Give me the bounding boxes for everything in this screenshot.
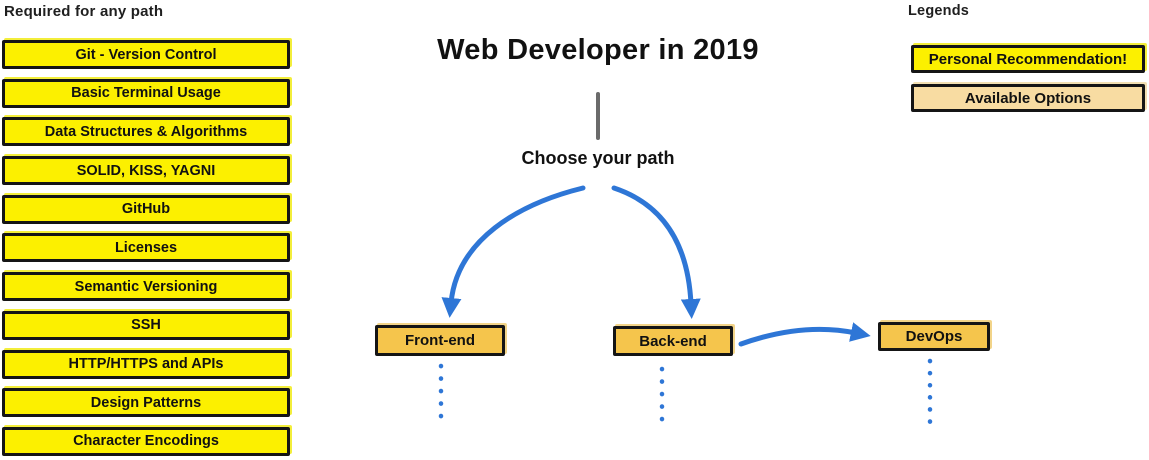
fork-arrow-to-frontend xyxy=(441,185,586,318)
topic-box-github: GitHub xyxy=(2,194,290,224)
topic-box-character-encodings: Character Encodings xyxy=(2,426,290,456)
path-box-devops: DevOps xyxy=(878,322,990,351)
topic-box-ssh: SSH xyxy=(2,310,290,340)
topic-box-git: Git - Version Control xyxy=(2,40,290,69)
legend-item-personal-recommendation: Personal Recommendation! xyxy=(911,45,1145,73)
topic-box-terminal: Basic Terminal Usage xyxy=(2,78,290,108)
path-box-backend: Back-end xyxy=(613,326,733,356)
topic-box-design-patterns: Design Patterns xyxy=(2,388,290,418)
topic-box-semver: Semantic Versioning xyxy=(2,272,290,302)
required-topics-list: Git - Version Control Basic Terminal Usa… xyxy=(2,40,290,456)
arrow-backend-to-devops xyxy=(738,322,871,347)
topic-box-solid-kiss-yagni: SOLID, KISS, YAGNI xyxy=(2,156,290,186)
page-title: Web Developer in 2019 xyxy=(437,34,759,66)
topic-box-licenses: Licenses xyxy=(2,233,290,263)
legend-heading: Legends xyxy=(908,3,970,19)
required-section-heading: Required for any path xyxy=(4,3,164,20)
fork-arrow-to-backend xyxy=(611,185,701,319)
path-box-frontend: Front-end xyxy=(375,325,505,356)
legend-item-available-options: Available Options xyxy=(911,84,1145,112)
topic-box-data-structures: Data Structures & Algorithms xyxy=(2,117,290,147)
choose-path-label: Choose your path xyxy=(521,148,675,168)
topic-box-http: HTTP/HTTPS and APIs xyxy=(2,349,290,379)
